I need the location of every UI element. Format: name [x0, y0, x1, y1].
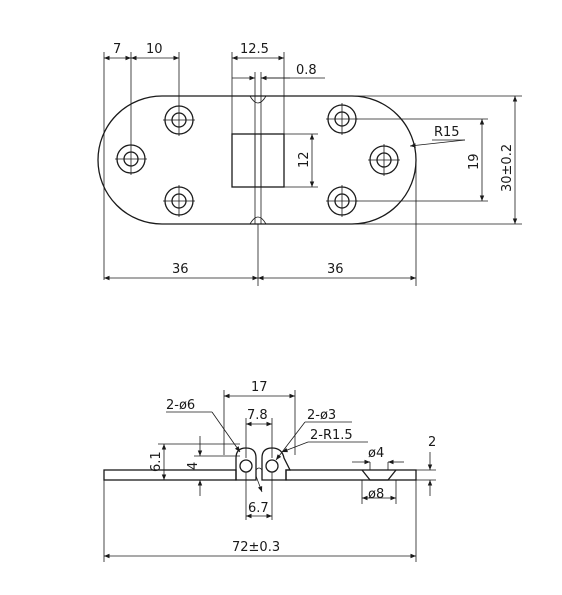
dim-label-phi8: ø8: [368, 487, 384, 502]
dim-label-36-right: 36: [327, 262, 344, 277]
side-view: 17 2-ø6 7.8 2-ø3 2-R1.5 6.1 4 ø4: [103, 380, 436, 562]
screw-hole-left-bottom: [163, 185, 195, 217]
countersink-hole: [361, 469, 397, 481]
knuckle-bend-top: [249, 95, 267, 104]
dim-label-19: 19: [467, 153, 482, 170]
pin-hole-right: [265, 459, 279, 473]
dim-label-17: 17: [251, 380, 268, 395]
dim-label-2r1-5: 2-R1.5: [310, 428, 353, 443]
dim-label-36-left: 36: [172, 262, 189, 277]
screw-hole-left-top: [163, 104, 195, 136]
dim-label-72: 72±0.3: [232, 540, 280, 555]
dim-label-6-1: 6.1: [149, 451, 164, 472]
dim-label-7-8: 7.8: [247, 408, 268, 423]
dim-label-12: 12: [297, 151, 312, 168]
dim-label-2phi6: 2-ø6: [166, 398, 195, 413]
dim-label-2: 2: [428, 435, 436, 450]
screw-hole-right-bottom: [326, 185, 358, 217]
knuckle-bend-bottom: [249, 216, 267, 225]
knuckle-gap: [255, 467, 263, 471]
dim-label-r15: R15: [434, 125, 460, 140]
pin-hole-left: [239, 459, 253, 473]
knuckle-right: [261, 447, 292, 481]
dim-line-r15: [409, 139, 466, 148]
dim-label-2phi3: 2-ø3: [307, 408, 336, 423]
dim-label-10: 10: [146, 42, 163, 57]
dim-label-phi4: ø4: [368, 446, 384, 461]
screw-hole-left-middle: [115, 143, 147, 175]
side-plate-right: [285, 469, 417, 481]
dim-line-2phi3: [275, 421, 306, 461]
screw-hole-right-top: [326, 103, 358, 135]
dim-label-6-7: 6.7: [248, 501, 269, 516]
center-slot: [231, 133, 285, 188]
dim-line-2phi6: [211, 411, 241, 453]
top-view: 7 10 12.5 0.8 R15 12 19 30±0.2: [97, 42, 522, 286]
dim-label-12-5: 12.5: [240, 42, 269, 57]
dim-label-0-8: 0.8: [296, 63, 317, 78]
dim-label-4: 4: [186, 462, 201, 470]
screw-hole-right-middle: [368, 144, 400, 176]
side-plate-left: [103, 469, 237, 481]
dim-label-7: 7: [113, 42, 121, 57]
dim-line-2r1-5: [281, 441, 309, 453]
dim-label-30: 30±0.2: [500, 144, 515, 192]
